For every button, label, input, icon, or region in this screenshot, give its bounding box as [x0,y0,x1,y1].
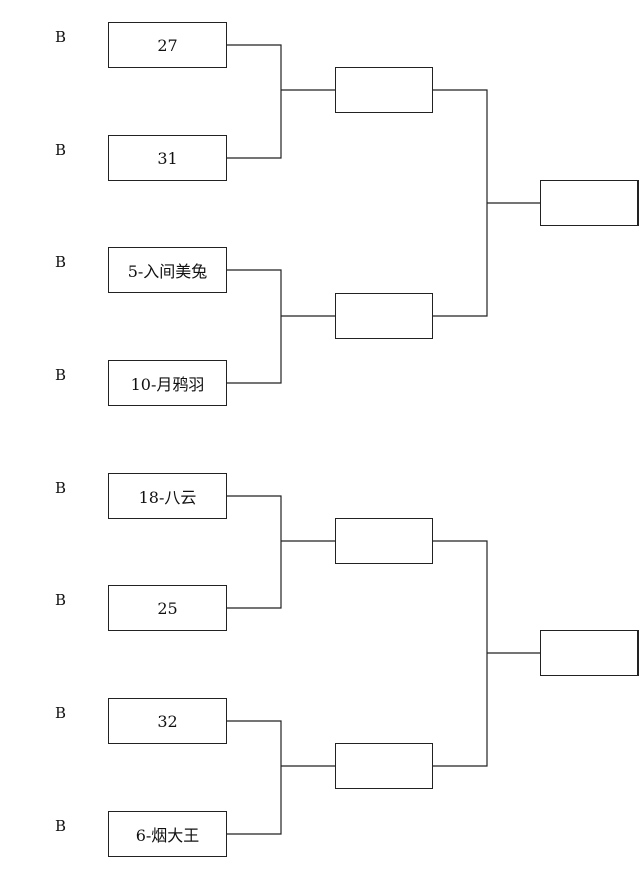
seed-label: B [55,591,67,609]
seed-label: B [55,28,67,46]
connector-b2-semifinal [433,540,540,767]
seed-label: B [55,817,67,835]
connector-b1-match2 [227,269,335,384]
connector-b1-semifinal [433,89,540,317]
entry-slot: 10-月鸦羽 [108,360,227,406]
seed-label: B [55,366,67,384]
seed-label: B [55,141,67,159]
connector-b1-match1 [227,44,335,159]
seed-label: B [55,253,67,271]
final-slot [540,180,639,226]
entry-slot: 6-烟大王 [108,811,227,857]
entry-slot: 32 [108,698,227,744]
seed-label: B [55,704,67,722]
entry-slot: 27 [108,22,227,68]
connector-b2-match2 [227,720,335,835]
seed-label: B [55,479,67,497]
connector-b2-match1 [227,495,335,609]
entry-slot: 31 [108,135,227,181]
round2-slot [335,293,433,339]
final-slot [540,630,639,676]
entry-slot: 18-八云 [108,473,227,519]
round2-slot [335,67,433,113]
round2-slot [335,743,433,789]
entry-slot: 5-入间美兔 [108,247,227,293]
round2-slot [335,518,433,564]
entry-slot: 25 [108,585,227,631]
